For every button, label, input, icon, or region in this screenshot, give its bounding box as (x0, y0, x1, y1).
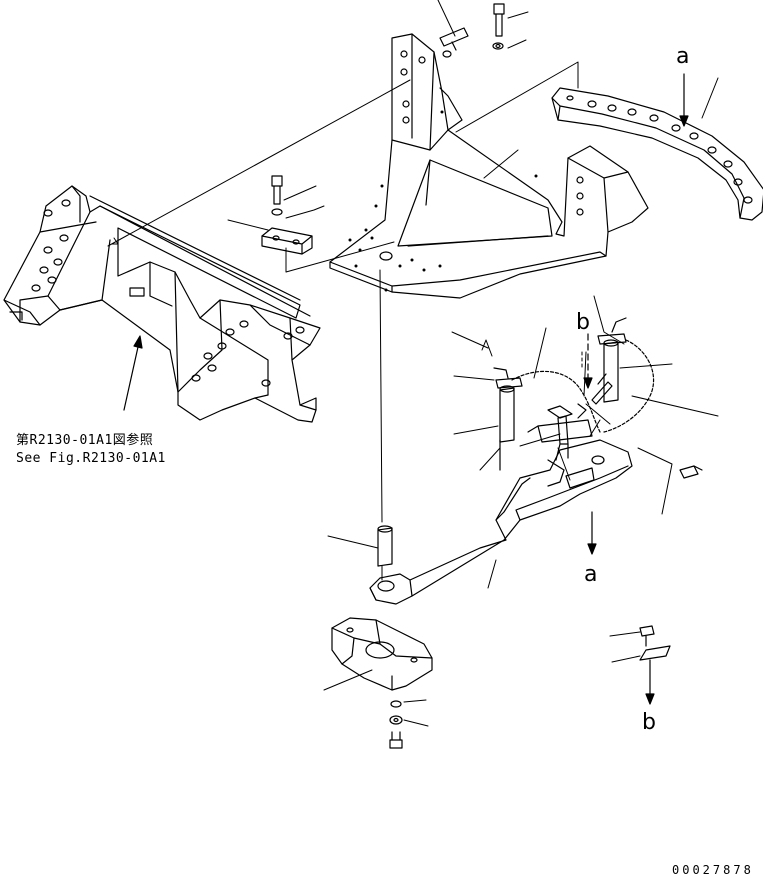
callout-b-bottom: b (642, 710, 656, 735)
center-bushing (377, 525, 393, 567)
chain-left (511, 370, 601, 433)
curved-segment-part (551, 87, 763, 221)
lower-bolt (389, 700, 403, 749)
callout-a-bottom: a (584, 562, 598, 587)
mounting-bracket-part (329, 33, 649, 299)
top-bolts (439, 3, 505, 58)
leader-lines (107, 0, 719, 727)
link-arm-part (369, 415, 633, 605)
main-frame-part (3, 185, 321, 423)
stopper-part (639, 625, 671, 661)
plate-bolt (261, 175, 313, 255)
chain-right (603, 339, 655, 433)
lock-pin-assembly (493, 317, 703, 479)
lower-support-part (331, 617, 433, 691)
callout-arrows (123, 73, 689, 705)
callout-b-top: b (576, 310, 590, 335)
drawing-number: 00027878 (672, 863, 754, 877)
reference-note-jp: 第R2130-01A1図参照 (16, 433, 154, 448)
plate-marks (111, 237, 493, 357)
callout-a-top: a (676, 44, 690, 69)
reference-note-en: See Fig.R2130-01A1 (16, 451, 166, 466)
